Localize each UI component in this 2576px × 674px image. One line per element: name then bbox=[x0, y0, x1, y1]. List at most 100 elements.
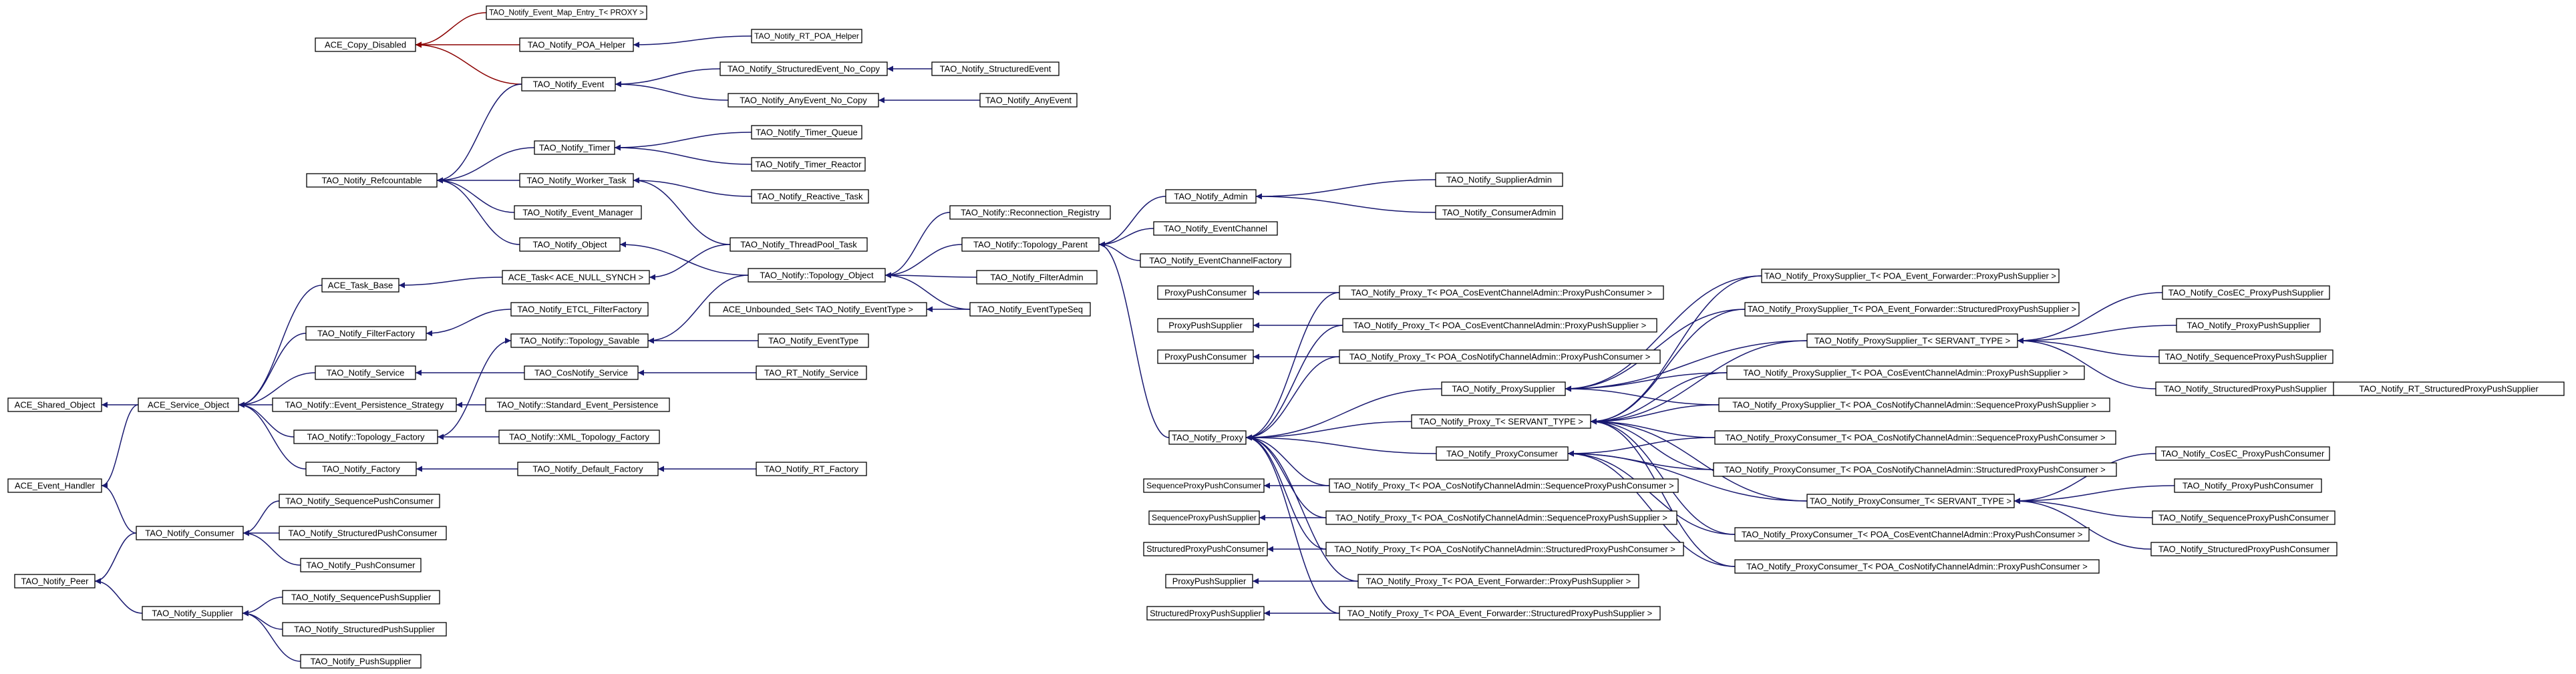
class-node-ace-copy-disabled[interactable]: ACE_Copy_Disabled bbox=[315, 37, 416, 52]
class-node-proxy-supplier[interactable]: TAO_Notify_ProxySupplier bbox=[1441, 381, 1566, 396]
class-node-peer[interactable]: TAO_Notify_Peer bbox=[14, 574, 96, 588]
class-node-proxy-t-ef-pps[interactable]: TAO_Notify_Proxy_T< POA_Event_Forwarder:… bbox=[1357, 574, 1639, 588]
class-node-timer[interactable]: TAO_Notify_Timer bbox=[534, 140, 615, 155]
class-node-sq-sequence-proxy-push-supplier[interactable]: SequenceProxyPushSupplier bbox=[1148, 510, 1260, 525]
class-node-pc-proxy-push-consumer2[interactable]: ProxyPushConsumer bbox=[1157, 349, 1254, 364]
class-node-st-structured-proxy-push-supplier[interactable]: StructuredProxyPushSupplier bbox=[1146, 606, 1265, 621]
class-node-ps-t-ef-pps[interactable]: TAO_Notify_ProxySupplier_T< POA_Event_Fo… bbox=[1761, 269, 2060, 283]
class-node-worker-task[interactable]: TAO_Notify_Worker_Task bbox=[519, 173, 634, 188]
class-node-topology-factory[interactable]: TAO_Notify::Topology_Factory bbox=[293, 430, 438, 444]
class-label: TAO_RT_Notify_Service bbox=[764, 368, 858, 378]
class-node-ps-t-ef-spps[interactable]: TAO_Notify_ProxySupplier_T< POA_Event_Fo… bbox=[1744, 302, 2080, 317]
class-node-proxy[interactable]: TAO_Notify_Proxy bbox=[1168, 430, 1247, 445]
class-node-proxy-consumer[interactable]: TAO_Notify_ProxyConsumer bbox=[1436, 446, 1569, 461]
class-node-rt-poa-helper[interactable]: TAO_Notify_RT_POA_Helper bbox=[751, 29, 862, 43]
class-box bbox=[138, 397, 239, 412]
class-node-topology-object[interactable]: TAO_Notify::Topology_Object bbox=[748, 268, 886, 283]
class-node-pp-proxy-push-supplier[interactable]: ProxyPushSupplier bbox=[1165, 574, 1253, 588]
class-node-topology-parent[interactable]: TAO_Notify::Topology_Parent bbox=[961, 237, 1100, 252]
class-node-timer-queue[interactable]: TAO_Notify_Timer_Queue bbox=[751, 125, 862, 140]
class-node-proxy-t-ef-spps[interactable]: TAO_Notify_Proxy_T< POA_Event_Forwarder:… bbox=[1339, 606, 1661, 621]
class-node-pc-proxy-push-supplier[interactable]: ProxyPushSupplier bbox=[1157, 318, 1254, 333]
class-node-sq-sequence-proxy-push-consumer[interactable]: SequenceProxyPushConsumer bbox=[1143, 478, 1265, 493]
class-node-filter-admin[interactable]: TAO_Notify_FilterAdmin bbox=[976, 270, 1098, 285]
class-node-rt-factory[interactable]: TAO_Notify_RT_Factory bbox=[756, 462, 867, 476]
class-node-poa-helper[interactable]: TAO_Notify_POA_Helper bbox=[519, 37, 634, 52]
class-node-event-channel[interactable]: TAO_Notify_EventChannel bbox=[1153, 221, 1278, 236]
class-node-notify-factory[interactable]: TAO_Notify_Factory bbox=[305, 462, 417, 476]
class-node-admin[interactable]: TAO_Notify_Admin bbox=[1165, 189, 1257, 204]
class-node-xml-topology-factory[interactable]: TAO_Notify::XML_Topology_Factory bbox=[498, 430, 660, 444]
class-node-ace-event-handler[interactable]: ACE_Event_Handler bbox=[7, 478, 102, 493]
class-node-proxy-t-cosnotify-ppc[interactable]: TAO_Notify_Proxy_T< POA_CosNotifyChannel… bbox=[1339, 349, 1661, 364]
class-node-ace-unbounded-set[interactable]: ACE_Unbounded_Set< TAO_Notify_EventType … bbox=[709, 302, 927, 317]
inheritance-edge-sequence-push-consumer-to-consumer bbox=[243, 500, 280, 536]
class-node-ace-task[interactable]: ACE_Task< ACE_NULL_SYNCH > bbox=[502, 270, 650, 285]
class-node-proxy-t-servant[interactable]: TAO_Notify_Proxy_T< SERVANT_TYPE > bbox=[1411, 414, 1591, 429]
class-node-ace-shared-object[interactable]: ACE_Shared_Object bbox=[7, 397, 102, 412]
class-node-rt-notify-service[interactable]: TAO_RT_Notify_Service bbox=[756, 365, 867, 380]
class-node-ps-t-cosnotify-spps[interactable]: TAO_Notify_ProxySupplier_T< POA_CosNotif… bbox=[1718, 397, 2110, 412]
class-node-consumer-admin[interactable]: TAO_Notify_ConsumerAdmin bbox=[1435, 205, 1563, 220]
class-node-proxy-t-cosevent-ppc[interactable]: TAO_Notify_Proxy_T< POA_CosEventChannelA… bbox=[1339, 285, 1664, 300]
class-node-structured-push-consumer[interactable]: TAO_Notify_StructuredPushConsumer bbox=[279, 526, 447, 540]
class-node-event-type[interactable]: TAO_Notify_EventType bbox=[758, 333, 869, 348]
class-node-sequence-push-supplier[interactable]: TAO_Notify_SequencePushSupplier bbox=[282, 590, 440, 605]
class-node-structured-proxy-push-consumer[interactable]: TAO_Notify_StructuredProxyPushConsumer bbox=[2150, 542, 2338, 556]
class-node-proxy-t-cosnotify-spps[interactable]: TAO_Notify_Proxy_T< POA_CosNotifyChannel… bbox=[1325, 510, 1677, 525]
class-node-pc-t-servant[interactable]: TAO_Notify_ProxyConsumer_T< SERVANT_TYPE… bbox=[1806, 494, 2015, 508]
class-node-consumer[interactable]: TAO_Notify_Consumer bbox=[136, 526, 244, 540]
class-node-etcl-filter-factory[interactable]: TAO_Notify_ETCL_FilterFactory bbox=[510, 302, 649, 317]
class-node-event-manager[interactable]: TAO_Notify_Event_Manager bbox=[514, 205, 642, 220]
class-node-structured-proxy-push-supplier[interactable]: TAO_Notify_StructuredProxyPushSupplier bbox=[2155, 381, 2336, 396]
class-node-supplier-admin[interactable]: TAO_Notify_SupplierAdmin bbox=[1435, 172, 1563, 187]
class-node-structured-event[interactable]: TAO_Notify_StructuredEvent bbox=[931, 61, 1060, 76]
class-node-reactive-task[interactable]: TAO_Notify_Reactive_Task bbox=[751, 189, 869, 204]
class-node-any-event[interactable]: TAO_Notify_AnyEvent bbox=[979, 93, 1078, 108]
class-node-proxy-t-cosevent-pps[interactable]: TAO_Notify_Proxy_T< POA_CosEventChannelA… bbox=[1342, 318, 1657, 333]
class-node-default-factory[interactable]: TAO_Notify_Default_Factory bbox=[517, 462, 659, 476]
class-node-refcountable[interactable]: TAO_Notify_Refcountable bbox=[306, 173, 438, 188]
class-node-ps-t-cosevent-pps[interactable]: TAO_Notify_ProxySupplier_T< POA_CosEvent… bbox=[1726, 365, 2085, 380]
class-node-push-supplier[interactable]: TAO_Notify_PushSupplier bbox=[300, 654, 422, 669]
class-node-pc-t-cosnotify-sppc[interactable]: TAO_Notify_ProxyConsumer_T< POA_CosNotif… bbox=[1714, 430, 2116, 445]
class-node-cosec-proxy-push-consumer[interactable]: TAO_Notify_CosEC_ProxyPushConsumer bbox=[2155, 446, 2330, 461]
class-node-proxy-push-supplier[interactable]: TAO_Notify_ProxyPushSupplier bbox=[2176, 318, 2321, 333]
class-node-st-structured-proxy-push-consumer[interactable]: StructuredProxyPushConsumer bbox=[1143, 542, 1268, 556]
class-node-structured-push-supplier[interactable]: TAO_Notify_StructuredPushSupplier bbox=[282, 622, 447, 637]
class-node-object[interactable]: TAO_Notify_Object bbox=[519, 237, 621, 252]
class-node-sequence-proxy-push-consumer[interactable]: TAO_Notify_SequenceProxyPushConsumer bbox=[2152, 510, 2336, 525]
class-node-supplier[interactable]: TAO_Notify_Supplier bbox=[142, 606, 243, 621]
class-node-proxy-push-consumer[interactable]: TAO_Notify_ProxyPushConsumer bbox=[2174, 478, 2322, 493]
class-node-standard-event-persistence[interactable]: TAO_Notify::Standard_Event_Persistence bbox=[485, 397, 670, 412]
class-node-pc-t-cosevent-ppc[interactable]: TAO_Notify_ProxyConsumer_T< POA_CosEvent… bbox=[1734, 527, 2090, 542]
class-node-sequence-push-consumer[interactable]: TAO_Notify_SequencePushConsumer bbox=[279, 494, 440, 508]
class-node-cos-notify-service[interactable]: TAO_CosNotify_Service bbox=[524, 365, 639, 380]
class-node-any-event-no-copy[interactable]: TAO_Notify_AnyEvent_No_Copy bbox=[728, 93, 879, 108]
class-node-ace-service-object[interactable]: ACE_Service_Object bbox=[138, 397, 239, 412]
class-node-threadpool-task[interactable]: TAO_Notify_ThreadPool_Task bbox=[730, 237, 868, 252]
class-node-proxy-t-cosnotify-sppc[interactable]: TAO_Notify_Proxy_T< POA_CosNotifyChannel… bbox=[1329, 478, 1679, 493]
class-node-sequence-proxy-push-supplier[interactable]: TAO_Notify_SequenceProxyPushSupplier bbox=[2158, 349, 2333, 364]
class-node-event-persistence-strategy[interactable]: TAO_Notify::Event_Persistence_Strategy bbox=[272, 397, 457, 412]
class-node-service[interactable]: TAO_Notify_Service bbox=[315, 365, 416, 380]
class-node-cosec-proxy-push-supplier[interactable]: TAO_Notify_CosEC_ProxyPushSupplier bbox=[2162, 285, 2330, 300]
class-node-pc-t-cosnotify-stppc[interactable]: TAO_Notify_ProxyConsumer_T< POA_CosNotif… bbox=[1713, 462, 2117, 477]
class-node-reconnection-registry[interactable]: TAO_Notify::Reconnection_Registry bbox=[949, 205, 1111, 220]
class-node-event-channel-factory[interactable]: TAO_Notify_EventChannelFactory bbox=[1140, 253, 1291, 268]
class-node-timer-reactor[interactable]: TAO_Notify_Timer_Reactor bbox=[751, 157, 866, 172]
class-node-pc-t-cosnotify-ppc[interactable]: TAO_Notify_ProxyConsumer_T< POA_CosNotif… bbox=[1734, 559, 2100, 574]
class-node-proxy-t-cosnotify-stppc[interactable]: TAO_Notify_Proxy_T< POA_CosNotifyChannel… bbox=[1325, 542, 1684, 556]
class-node-topology-savable[interactable]: TAO_Notify::Topology_Savable bbox=[510, 333, 649, 348]
class-node-filter-factory[interactable]: TAO_Notify_FilterFactory bbox=[305, 326, 427, 341]
class-node-event[interactable]: TAO_Notify_Event bbox=[521, 77, 616, 92]
class-node-push-consumer[interactable]: TAO_Notify_PushConsumer bbox=[300, 558, 422, 572]
class-label: TAO_Notify_ProxyPushConsumer bbox=[2183, 481, 2314, 491]
class-node-rt-structured-proxy-push-supplier[interactable]: TAO_Notify_RT_StructuredProxyPushSupplie… bbox=[2333, 381, 2565, 396]
class-node-structured-event-no-copy[interactable]: TAO_Notify_StructuredEvent_No_Copy bbox=[719, 61, 888, 76]
class-node-pc-proxy-push-consumer[interactable]: ProxyPushConsumer bbox=[1157, 285, 1254, 300]
class-node-event-map-entry[interactable]: TAO_Notify_Event_Map_Entry_T< PROXY > bbox=[486, 5, 647, 20]
class-node-ps-t-servant[interactable]: TAO_Notify_ProxySupplier_T< SERVANT_TYPE… bbox=[1806, 333, 2018, 348]
class-node-ace-task-base[interactable]: ACE_Task_Base bbox=[321, 278, 399, 293]
class-node-event-type-seq[interactable]: TAO_Notify_EventTypeSeq bbox=[969, 302, 1091, 317]
